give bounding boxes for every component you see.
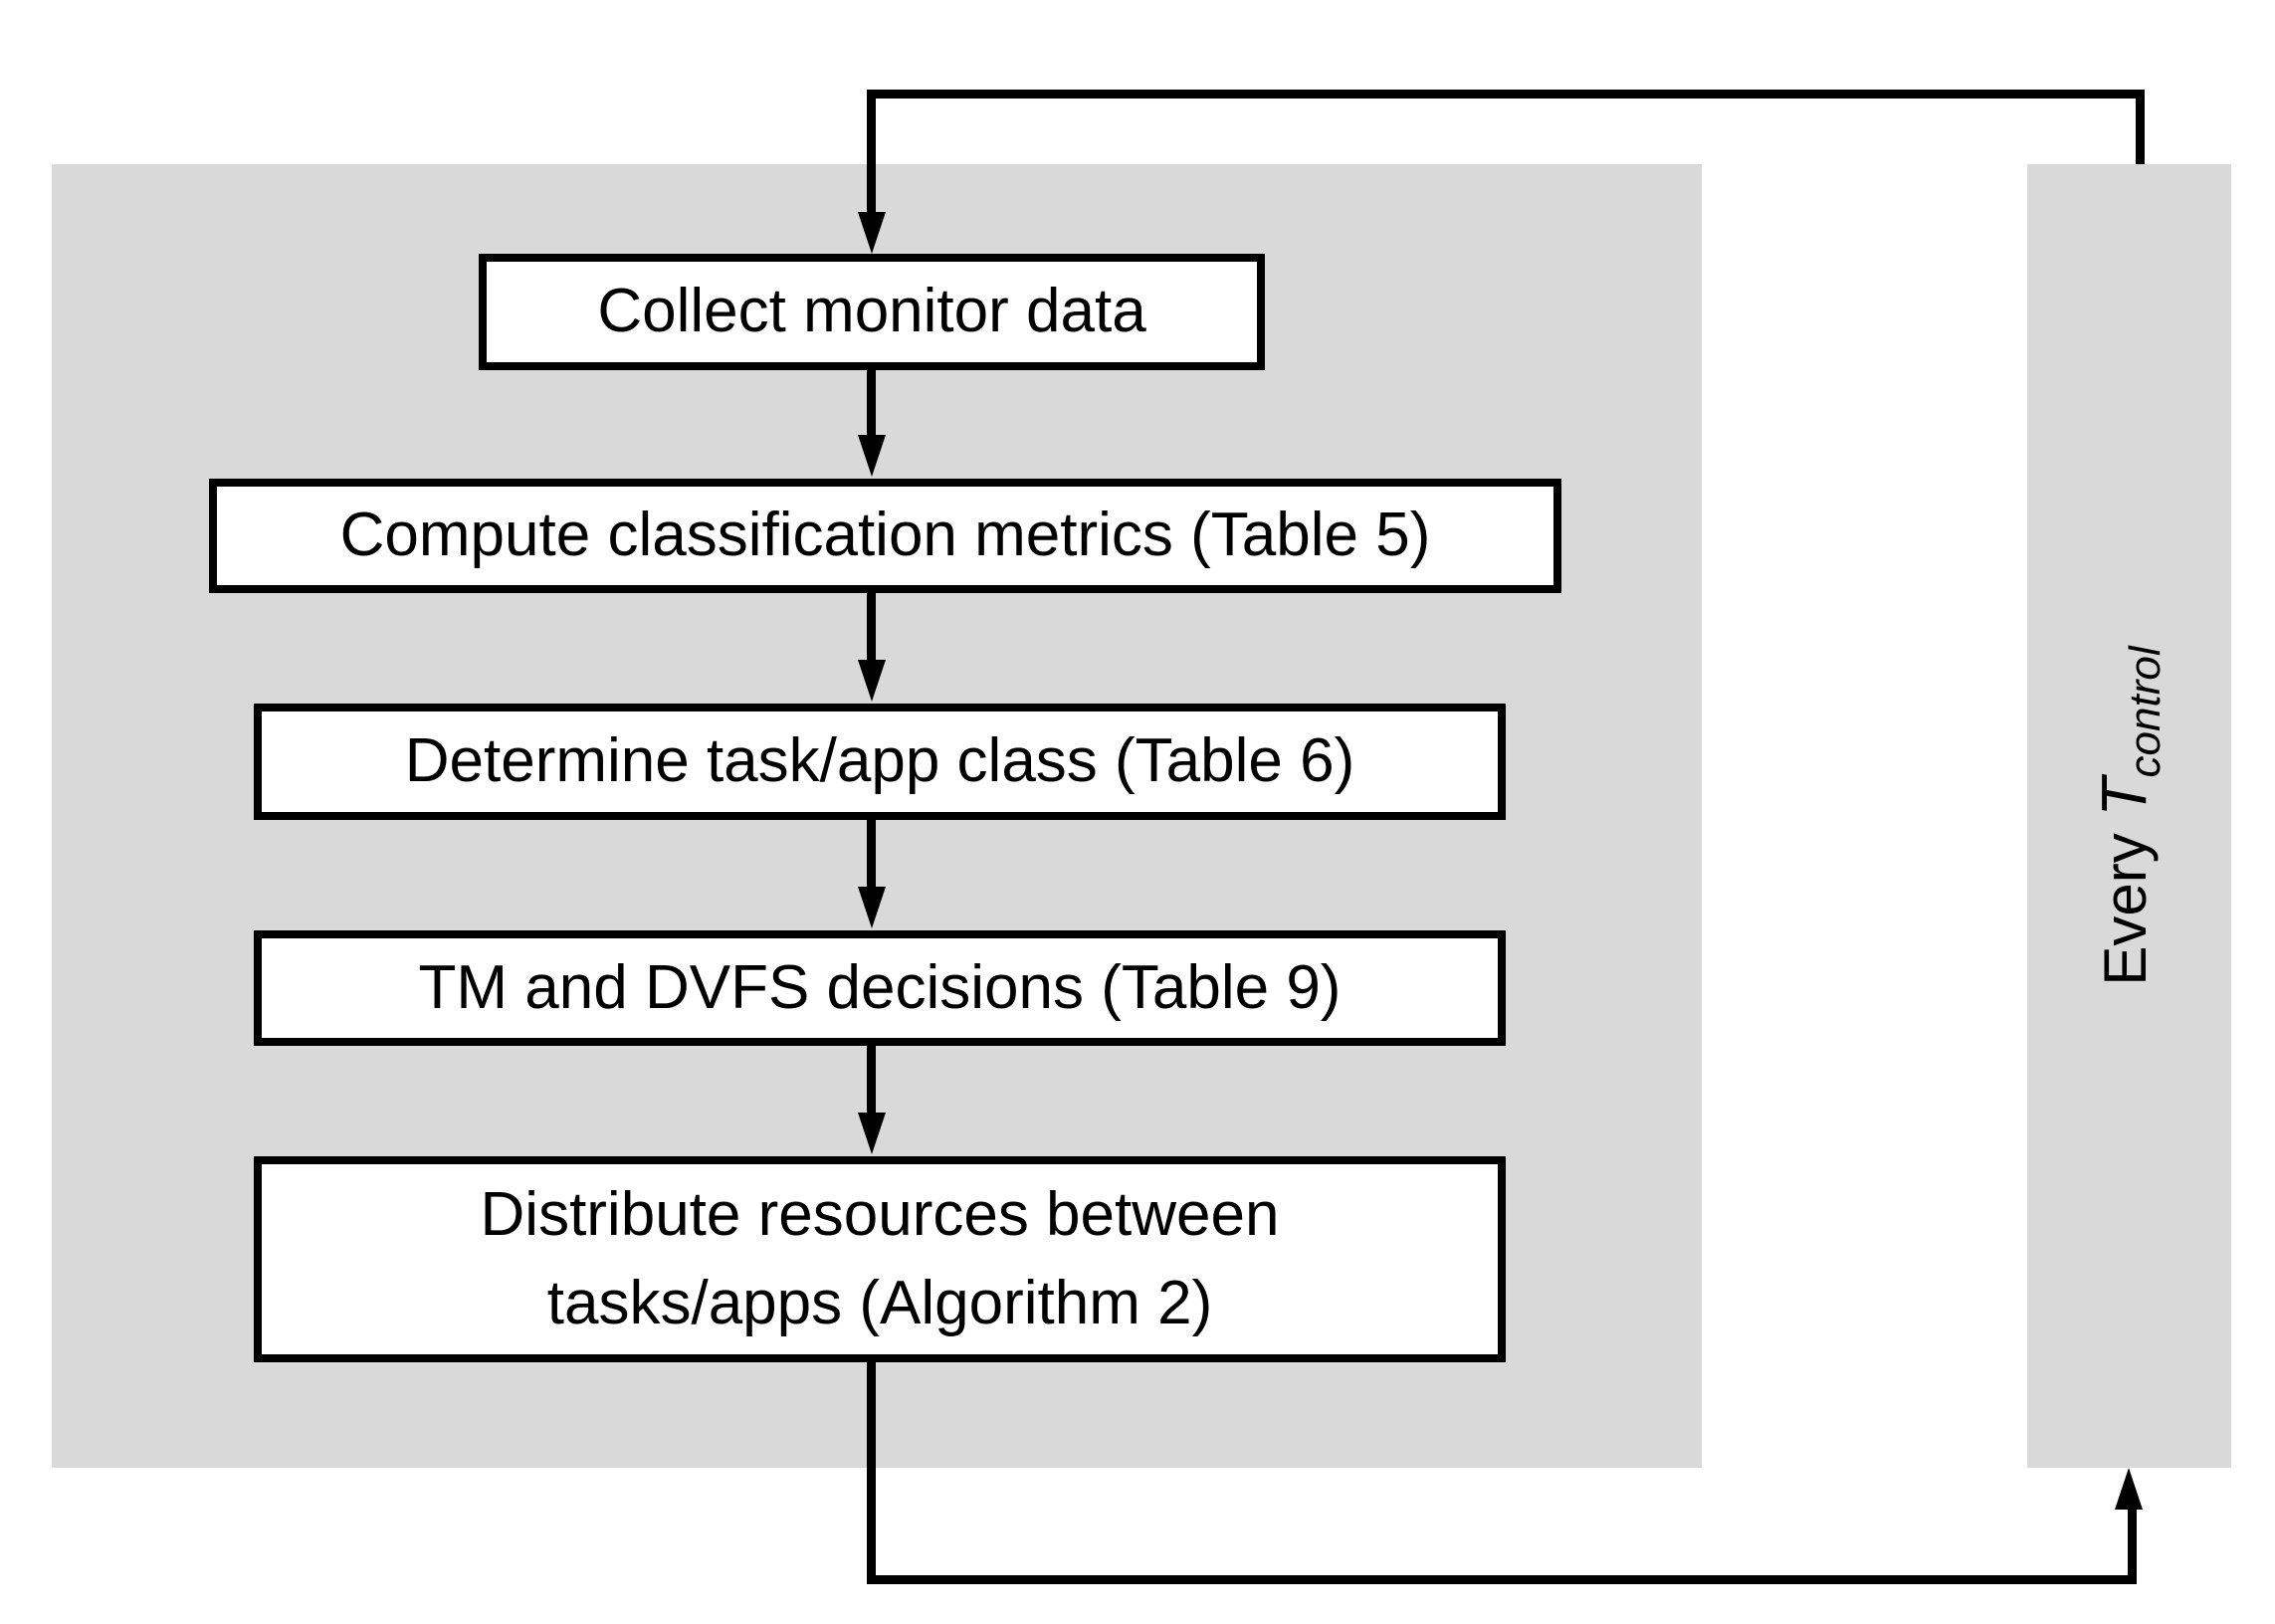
connector-loop-bottom-horizontal	[867, 1575, 2137, 1584]
connector-loop-top-right-vertical	[2136, 90, 2145, 164]
control-period-prefix: Every	[2092, 816, 2159, 986]
connector-loop-bottom-right-vertical	[2128, 1506, 2137, 1584]
node-label: Determine task/app class (Table 6)	[404, 726, 1355, 796]
connector-entry-vertical	[867, 90, 876, 216]
arrowhead-down-icon	[858, 212, 886, 254]
arrowhead-down-icon	[858, 435, 886, 477]
connector-collect-to-metrics	[867, 366, 876, 442]
arrowhead-down-icon	[858, 660, 886, 702]
node-label: Collect monitor data	[597, 277, 1146, 346]
connector-loop-top-horizontal	[867, 90, 2145, 99]
node-distribute-resources: Distribute resources between tasks/apps …	[254, 1156, 1506, 1362]
control-period-label: Every Tcontrol	[2088, 646, 2170, 986]
connector-class-to-decisions	[867, 818, 876, 892]
node-compute-classification-metrics: Compute classification metrics (Table 5)	[209, 479, 1561, 593]
node-label-line1: Distribute resources between	[480, 1180, 1280, 1250]
node-tm-and-dvfs-decisions: TM and DVFS decisions (Table 9)	[254, 930, 1506, 1046]
control-period-symbol: T	[2088, 777, 2160, 817]
connector-metrics-to-class	[867, 591, 876, 665]
control-period-panel	[2027, 164, 2231, 1468]
connector-decisions-to-distribute	[867, 1044, 876, 1117]
node-collect-monitor-data: Collect monitor data	[479, 254, 1265, 370]
node-determine-task-app-class: Determine task/app class (Table 6)	[254, 704, 1506, 820]
node-label: TM and DVFS decisions (Table 9)	[418, 952, 1342, 1022]
arrowhead-down-icon	[858, 887, 886, 928]
node-label: Compute classification metrics (Table 5)	[339, 501, 1431, 570]
arrowhead-down-icon	[858, 1113, 886, 1154]
control-period-subscript: control	[2121, 646, 2170, 778]
node-label-line2: tasks/apps (Algorithm 2)	[546, 1268, 1213, 1337]
arrowhead-up-icon	[2115, 1468, 2143, 1510]
connector-distribute-exit-vertical	[867, 1359, 876, 1584]
